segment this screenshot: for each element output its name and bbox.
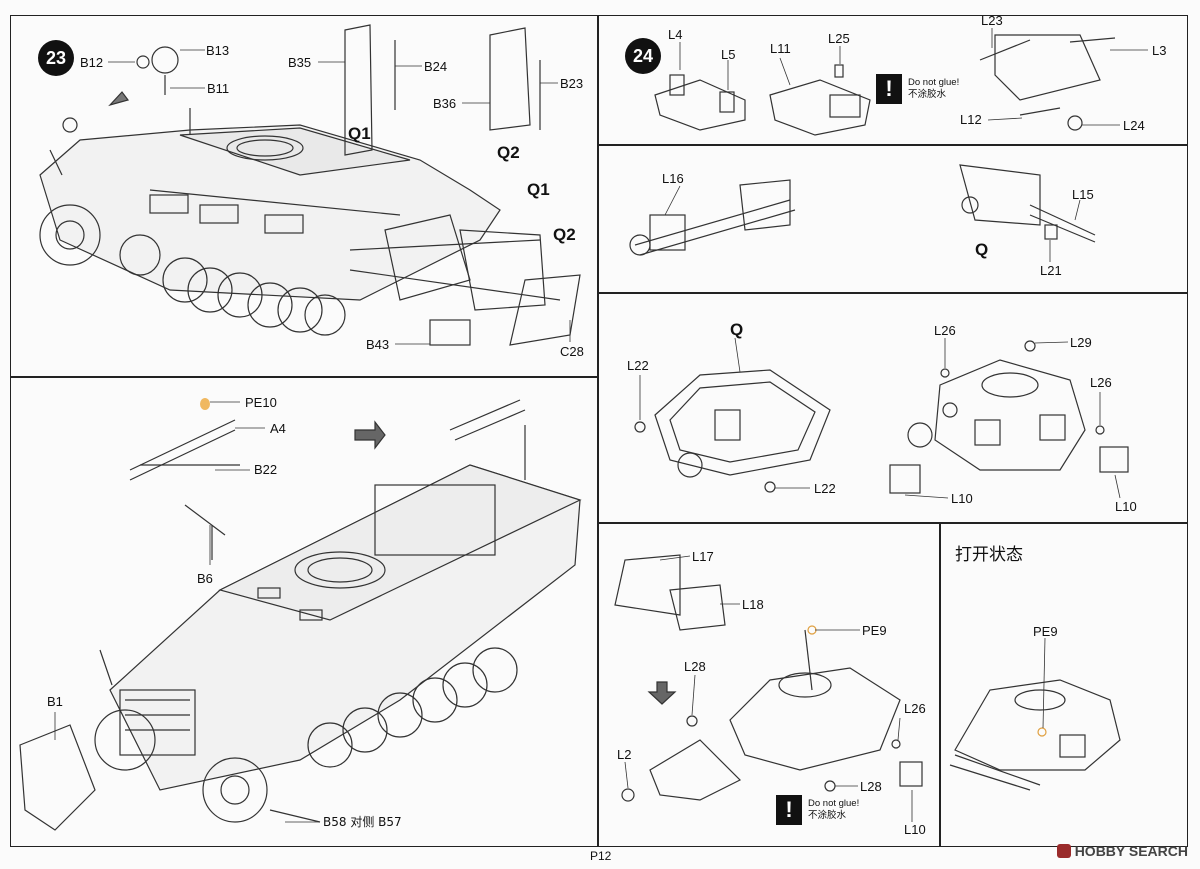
part-label-l21: L21 bbox=[1040, 263, 1062, 278]
part-label-l24: L24 bbox=[1123, 118, 1145, 133]
part-label-c28: C28 bbox=[560, 344, 584, 359]
vehicle-drawing-23 bbox=[39, 24, 581, 346]
vehicle-drawing-23b bbox=[19, 399, 582, 831]
watermark-logo-icon bbox=[1056, 844, 1071, 858]
part-label-l28-bottom: L28 bbox=[860, 779, 882, 794]
warning-text-en: Do not glue! bbox=[908, 77, 960, 88]
part-label-l10-left: L10 bbox=[951, 491, 973, 506]
part-label-b11: B11 bbox=[207, 81, 230, 96]
panel-r4 bbox=[598, 523, 940, 847]
part-label-b12: B12 bbox=[80, 55, 104, 70]
subassembly-label-q2-top: Q2 bbox=[497, 143, 520, 162]
part-label-l3: L3 bbox=[1152, 43, 1167, 58]
part-label-l17: L17 bbox=[692, 549, 714, 564]
part-label-l10-right: L10 bbox=[1115, 499, 1137, 514]
panel-r3 bbox=[598, 293, 1188, 523]
parts-drawing-24 bbox=[654, 34, 1116, 136]
subassembly-label-q-r2: Q bbox=[975, 240, 989, 259]
warning-exclamation-icon: ! bbox=[876, 74, 902, 104]
parts-drawing-r2 bbox=[629, 164, 1096, 256]
leader-lines bbox=[54, 28, 1148, 823]
part-label-l29: L29 bbox=[1070, 335, 1092, 350]
part-label-l26-top: L26 bbox=[934, 323, 956, 338]
parts-drawing-r4 bbox=[614, 554, 923, 802]
part-label-l22-left: L22 bbox=[627, 358, 649, 373]
part-label-b36: B36 bbox=[433, 96, 457, 111]
orange-pe10-marker bbox=[200, 398, 210, 410]
subassembly-label-q-r3: Q bbox=[730, 320, 744, 339]
part-label-l28-top: L28 bbox=[684, 659, 706, 674]
part-label-l2: L2 bbox=[617, 747, 632, 762]
part-label-b35: B35 bbox=[288, 55, 312, 70]
step-number-24: 24 bbox=[625, 38, 661, 74]
warning-text: Do not glue! 不涂胶水 bbox=[908, 77, 959, 101]
subassembly-label-q1-top: Q1 bbox=[348, 124, 371, 143]
step-number-23: 23 bbox=[38, 40, 74, 76]
part-label-pe10: PE10 bbox=[245, 395, 277, 410]
panel-step-24 bbox=[598, 15, 1188, 145]
part-label-l26-right: L26 bbox=[1090, 375, 1112, 390]
panel-step-23b bbox=[10, 377, 598, 847]
part-label-l4: L4 bbox=[668, 27, 683, 42]
part-label-l11: L11 bbox=[770, 41, 791, 56]
warning-do-not-glue-r4: ! Do not glue! 不涂胶水 bbox=[776, 795, 859, 825]
warning-text-en: Do not glue! bbox=[808, 798, 860, 809]
part-label-l26: L26 bbox=[904, 701, 926, 716]
subassembly-label-q1-side: Q1 bbox=[527, 180, 550, 199]
part-label-b23: B23 bbox=[560, 76, 584, 91]
panel-r2 bbox=[598, 145, 1188, 293]
watermark-text: HOBBY SEARCH bbox=[1074, 843, 1188, 859]
watermark: HOBBY SEARCH bbox=[1056, 843, 1188, 859]
warning-do-not-glue-24: ! Do not glue! 不涂胶水 bbox=[876, 74, 959, 104]
part-label-b43: B43 bbox=[366, 337, 390, 352]
warning-text-cn: 不涂胶水 bbox=[808, 810, 847, 821]
part-label-l5: L5 bbox=[721, 47, 736, 62]
part-label-l10: L10 bbox=[904, 822, 926, 837]
part-label-l12: L12 bbox=[960, 112, 982, 127]
page-number: P12 bbox=[590, 849, 612, 863]
part-label-pe9-open: PE9 bbox=[1033, 624, 1058, 639]
part-label-l22-bottom: L22 bbox=[814, 481, 836, 496]
part-label-b1: B1 bbox=[47, 694, 63, 709]
part-label-l23: L23 bbox=[981, 13, 1003, 28]
warning-text-cn: 不涂胶水 bbox=[908, 89, 947, 100]
warning-text: Do not glue! 不涂胶水 bbox=[808, 798, 859, 822]
part-label-a4: A4 bbox=[270, 421, 286, 436]
subassembly-label-q2-side: Q2 bbox=[553, 225, 576, 244]
part-label-l25: L25 bbox=[828, 31, 850, 46]
parts-drawing-r3 bbox=[634, 340, 1129, 494]
part-label-b13: B13 bbox=[206, 43, 230, 58]
parts-drawing-r5 bbox=[949, 679, 1121, 791]
warning-exclamation-icon: ! bbox=[776, 795, 802, 825]
part-label-b22: B22 bbox=[254, 462, 278, 477]
part-label-pe9: PE9 bbox=[862, 623, 887, 638]
panel-step-23 bbox=[10, 15, 598, 377]
part-label-l15: L15 bbox=[1072, 187, 1094, 202]
part-label-l16: L16 bbox=[662, 171, 684, 186]
part-label-l18: L18 bbox=[742, 597, 764, 612]
part-label-b6: B6 bbox=[197, 571, 213, 586]
part-label-b24: B24 bbox=[424, 59, 448, 74]
panel-title-open-state: 打开状态 bbox=[955, 545, 1023, 565]
part-label-b58-b57: B58 对侧 B57 bbox=[323, 815, 402, 829]
